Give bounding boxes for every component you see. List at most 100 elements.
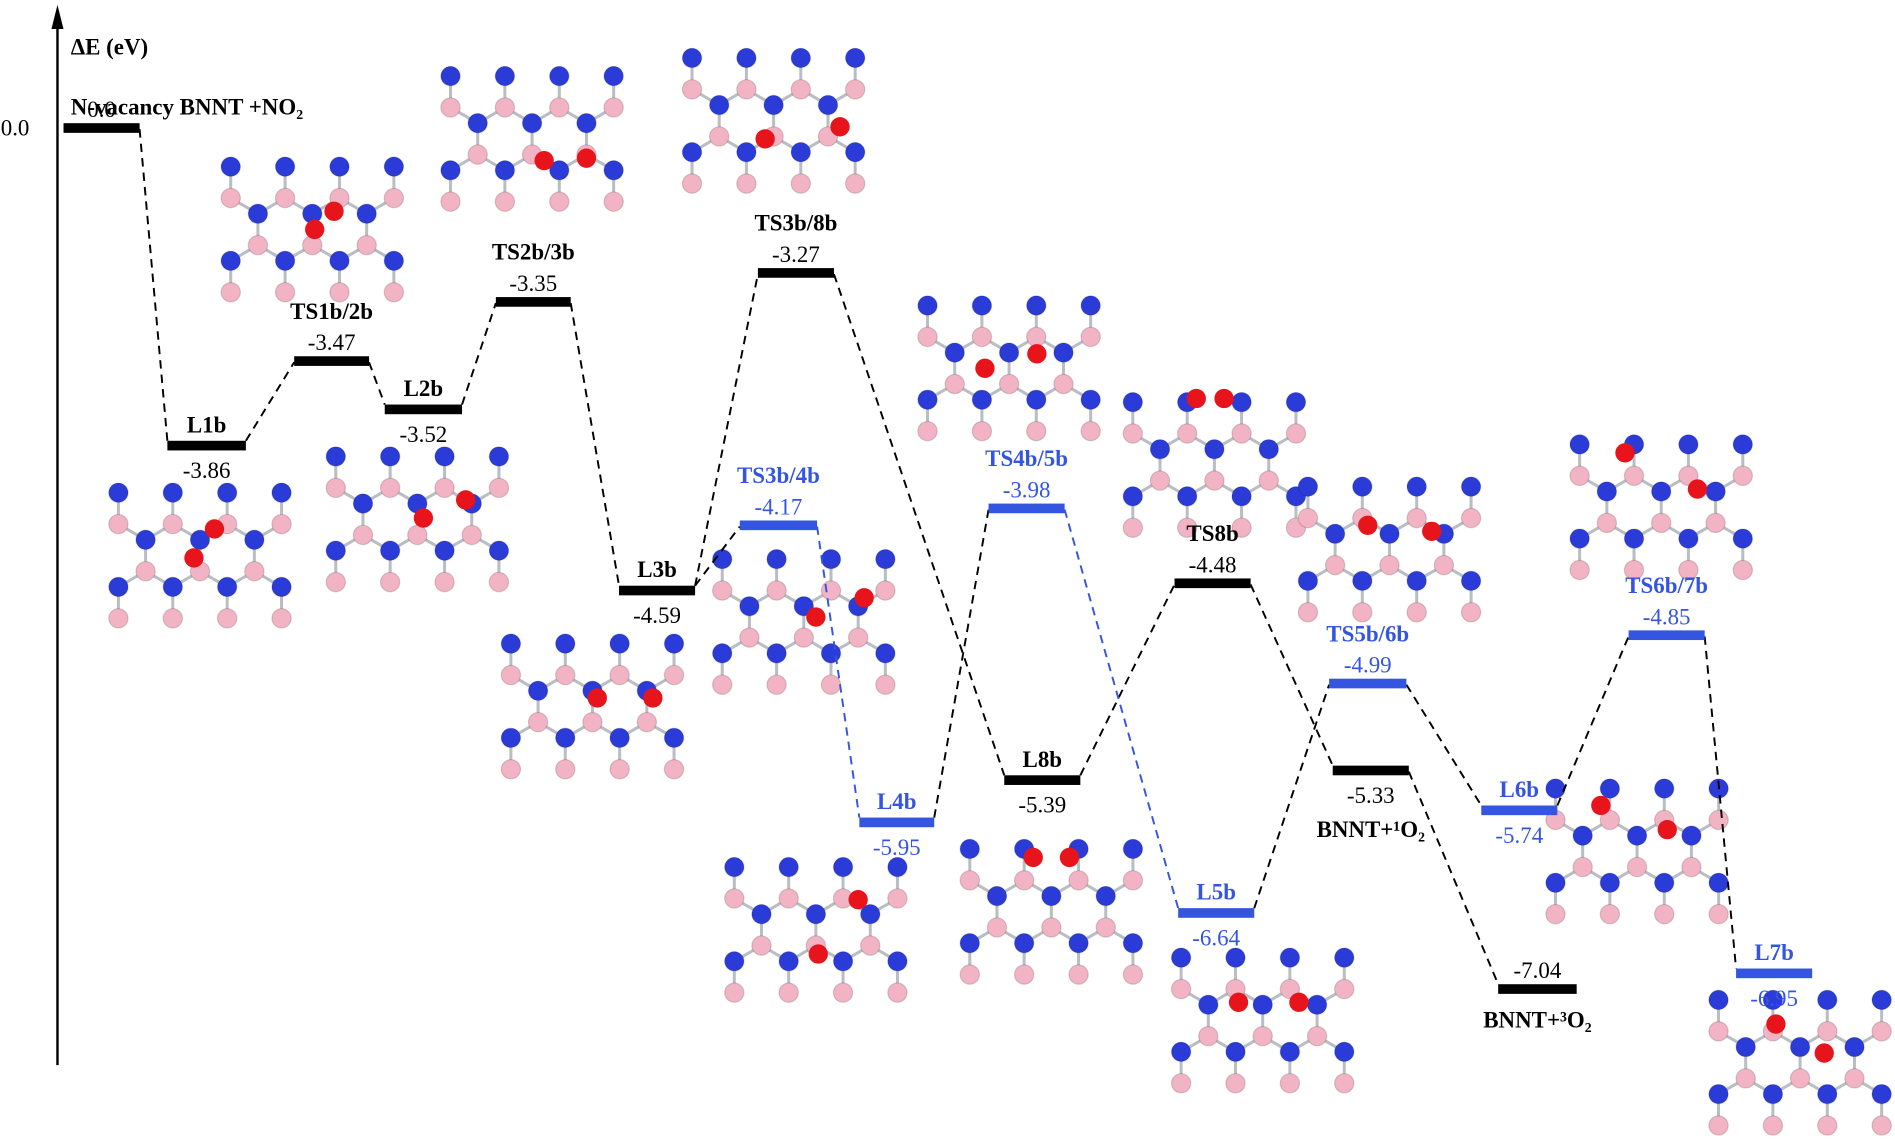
level-bar-L1b — [167, 440, 246, 451]
level-name-L5b: L5b — [1196, 880, 1236, 905]
molecule-ts6b7b — [1569, 434, 1754, 581]
molecule-ts3b4b — [711, 548, 896, 695]
oxygen-atom — [1027, 344, 1047, 364]
connection-L1b-TS1b2b — [245, 361, 295, 442]
connection-L4b-TS4b5b — [933, 509, 990, 818]
connection-TS1b2b-L2b — [368, 361, 386, 405]
level-name-TS3b8b: TS3b/8b — [754, 211, 837, 236]
level-bar-R — [63, 123, 140, 133]
connection-TS2b3b-L3b — [569, 302, 620, 586]
molecule-l5b — [1170, 947, 1355, 1094]
oxygen-atom — [1023, 847, 1043, 868]
level-labels: N-vacancy BNNT +NO₂0.0L1b-3.86TS1b/2b-3.… — [71, 95, 1798, 1033]
molecule-ts2b3b — [440, 65, 624, 212]
level-bar-TS5b6b — [1329, 678, 1407, 689]
oxygen-atom — [324, 201, 344, 221]
level-name-L2b: L2b — [404, 376, 444, 401]
level-energy-L3b: -4.59 — [633, 603, 681, 628]
level-energy-TS3b8b: -3.27 — [772, 242, 820, 267]
level-energy-L6b: -5.74 — [1495, 823, 1543, 848]
molecule-ts8b — [1122, 388, 1307, 538]
connection-TS5b6b-L6b — [1405, 684, 1483, 806]
energy-levels — [63, 123, 1813, 994]
connection-L3b-TS3b8b — [694, 273, 759, 586]
level-name-TS5b6b: TS5b/6b — [1326, 621, 1409, 646]
level-energy-P3: -7.04 — [1514, 958, 1562, 983]
level-energy-L5b: -6.64 — [1192, 926, 1240, 951]
oxygen-atom — [1214, 388, 1234, 409]
oxygen-atom — [534, 150, 554, 171]
level-name-L7b: L7b — [1754, 940, 1794, 965]
molecule-l3b — [500, 633, 685, 780]
level-bar-L5b — [1178, 908, 1255, 918]
level-energy-L4b: -5.95 — [873, 835, 921, 860]
oxygen-atom — [1059, 847, 1080, 868]
level-energy-TS4b5b: -3.98 — [1003, 478, 1051, 503]
level-bar-L4b — [859, 817, 935, 828]
level-name-TS2b3b: TS2b/3b — [492, 240, 575, 265]
level-bar-L3b — [619, 585, 696, 596]
oxygen-atom — [587, 688, 607, 708]
level-energy-L7b: -6.95 — [1750, 986, 1798, 1011]
oxygen-atom — [1766, 1014, 1786, 1034]
oxygen-atom — [806, 607, 826, 627]
connection-R-L1b — [138, 129, 169, 441]
level-energy-L2b: -3.52 — [399, 422, 447, 447]
molecule-l1b — [108, 482, 292, 629]
oxygen-atom — [1687, 479, 1708, 499]
molecule-ts5b6b — [1297, 476, 1482, 623]
level-energy-TS3b4b: -4.17 — [755, 494, 803, 519]
oxygen-atom — [830, 117, 850, 137]
level-bar-TS8b — [1174, 578, 1251, 589]
level-name-L1b: L1b — [187, 412, 227, 437]
level-bar-TS4b5b — [988, 503, 1065, 514]
level-name-L6b: L6b — [1500, 777, 1540, 802]
level-energy-R: 0.0 — [87, 97, 116, 122]
level-bar-TS3b4b — [739, 520, 818, 531]
connection-TS3b8b-L8b — [833, 273, 1006, 776]
level-energy-L8b: -5.39 — [1018, 793, 1066, 818]
level-energy-TS2b3b: -3.35 — [509, 271, 557, 296]
level-name-L8b: L8b — [1023, 747, 1063, 772]
y-axis-label: ΔE (eV) — [71, 34, 148, 59]
connection-lines — [138, 129, 1738, 985]
level-bar-TS6b7b — [1628, 630, 1705, 641]
level-bar-L6b — [1481, 805, 1558, 816]
level-name-TS6b7b: TS6b/7b — [1625, 573, 1708, 598]
oxygen-atom — [305, 219, 325, 240]
level-name-L4b: L4b — [877, 789, 917, 814]
level-name-P3: BNNT+³O₂ — [1483, 1008, 1592, 1033]
oxygen-atom — [1358, 515, 1378, 535]
level-name-R: N-vacancy BNNT +NO₂ — [71, 95, 303, 120]
molecule-l2b — [325, 446, 510, 593]
level-bar-L7b — [1736, 968, 1813, 979]
molecule-ts1b2b — [220, 156, 405, 303]
oxygen-atom — [1615, 443, 1635, 463]
level-name-L3b: L3b — [637, 557, 677, 582]
oxygen-atom — [1657, 819, 1677, 840]
oxygen-atom — [576, 148, 597, 168]
connection-TS3b4b-L4b — [816, 526, 861, 818]
level-bar-P3 — [1498, 984, 1577, 994]
zero-tick-label: 0.0 — [1, 115, 30, 140]
connection-L8b-TS8b — [1079, 584, 1176, 776]
level-name-TS3b4b: TS3b/4b — [737, 463, 820, 488]
molecule-ts3b8b — [681, 47, 866, 194]
molecule-ts4b5b — [917, 295, 1101, 442]
connection-L3b-TS3b4b — [694, 525, 741, 587]
level-energy-TS1b2b: -3.47 — [308, 330, 356, 355]
connection-TS8b-P1 — [1249, 584, 1334, 767]
oxygen-atom — [854, 588, 874, 608]
level-energy-TS5b6b: -4.99 — [1344, 653, 1392, 678]
oxygen-atom — [1591, 795, 1611, 816]
molecule-l6b — [1545, 778, 1729, 925]
connection-L5b-TS5b6b — [1253, 684, 1331, 909]
oxygen-atom — [184, 548, 204, 568]
level-bar-TS2b3b — [495, 297, 571, 307]
level-energy-TS8b: -4.48 — [1189, 552, 1237, 577]
level-bar-L2b — [384, 404, 463, 415]
level-bar-L8b — [1004, 775, 1081, 785]
level-name-TS4b5b: TS4b/5b — [985, 446, 1068, 471]
level-name-TS1b2b: TS1b/2b — [290, 299, 373, 324]
